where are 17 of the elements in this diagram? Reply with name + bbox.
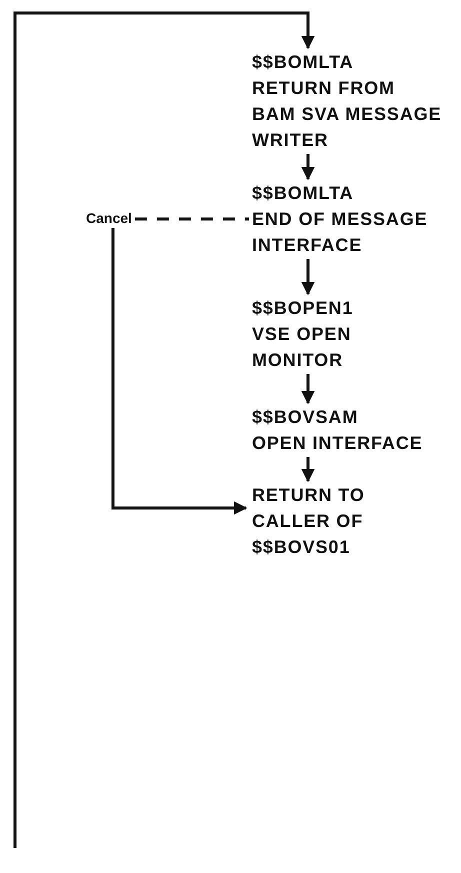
module-name: $$BOVSAM [252,406,360,429]
module-name: $$BOPEN1 [252,297,354,320]
step-description: RETURN FROM BAM SVA MESSAGE WRITER [252,77,443,152]
dashed-connector [134,218,249,220]
step-description: VSE OPEN MONITOR [252,323,352,372]
arrow [301,374,315,404]
arrow [111,228,248,515]
step-description: END OF MESSAGE INTERFACE [252,208,429,257]
arrow [301,154,315,180]
module-name: $$BOMLTA [252,182,355,205]
arrow [14,12,315,848]
arrow [301,457,315,482]
step-description: OPEN INTERFACE [252,432,424,455]
branch-label: Cancel [86,208,146,228]
module-name: $$BOMLTA [252,51,355,74]
arrow [301,259,315,296]
step-text: RETURN TO CALLER OF $$BOVS01 [252,482,412,560]
